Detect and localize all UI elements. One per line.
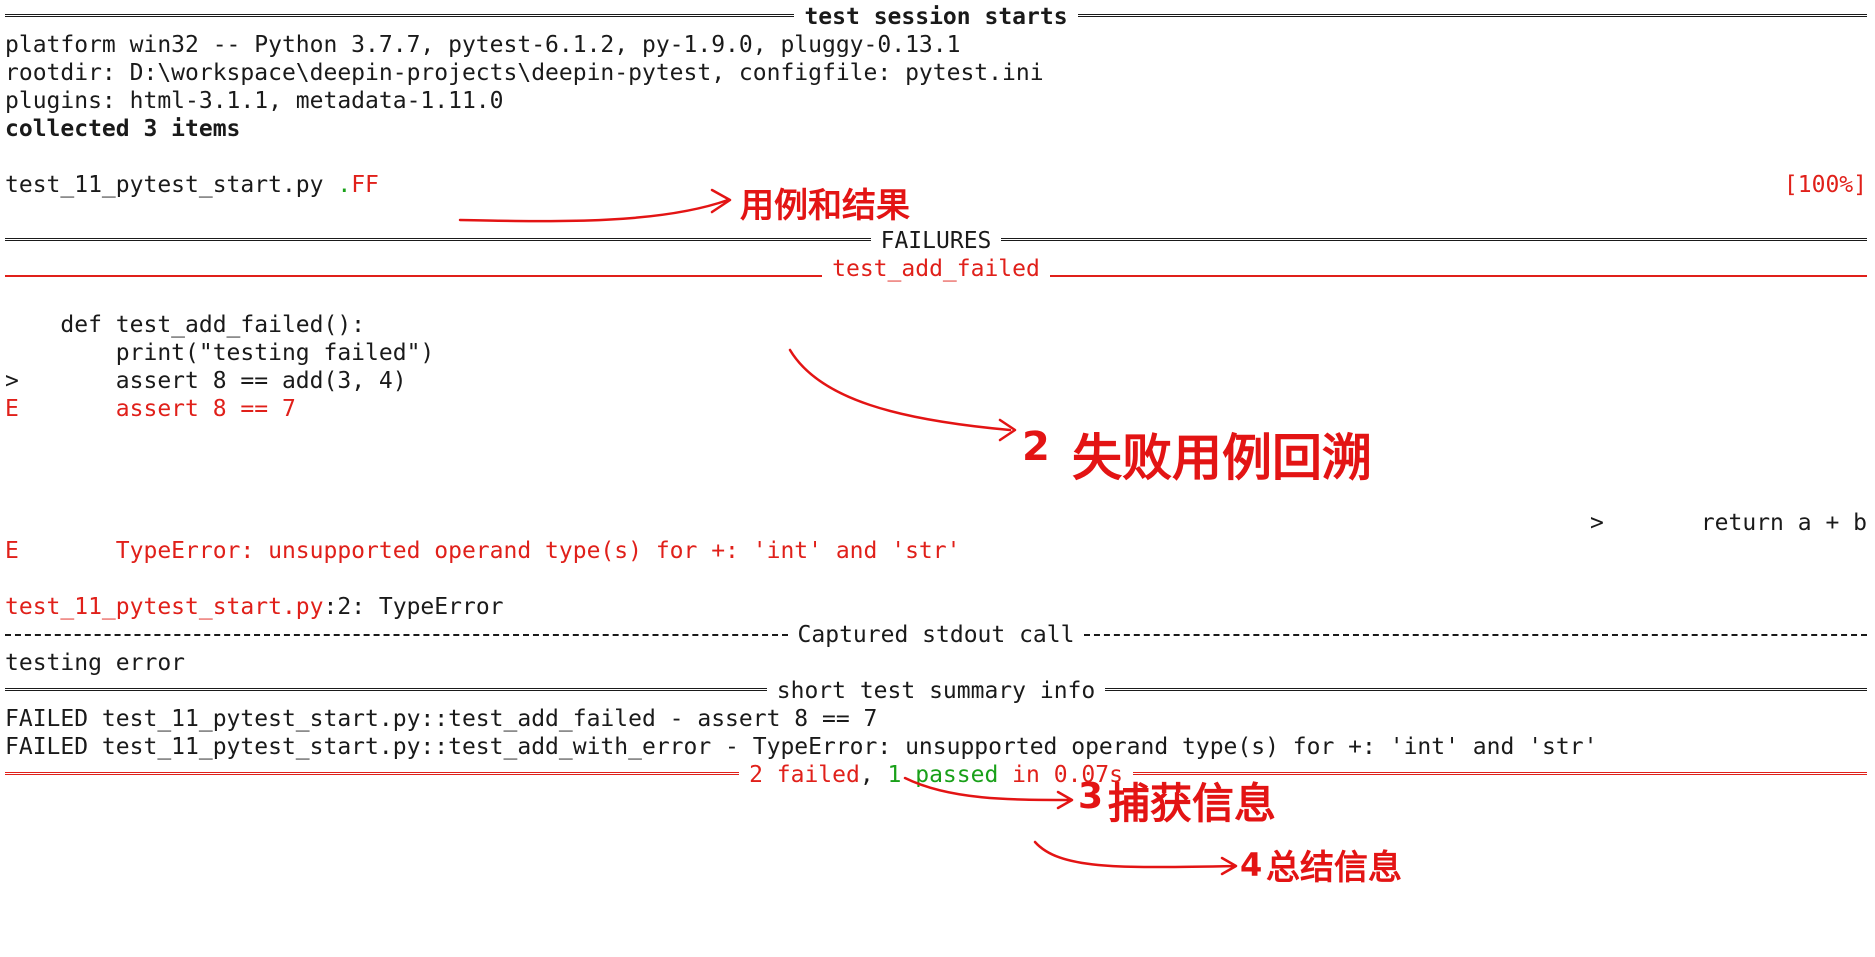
separator-rule-left xyxy=(5,634,788,636)
annotation-traceback-number: 2 xyxy=(1022,424,1050,470)
progress-fail-marks: FF xyxy=(351,172,379,198)
code-line-prefix: > xyxy=(5,368,19,394)
annotation-cases-results: 用例和结果 xyxy=(740,186,910,226)
summary-line: FAILED test_11_pytest_start.py::test_add… xyxy=(5,734,1598,760)
arrow-summary xyxy=(1033,840,1238,876)
separator-rule-left xyxy=(5,688,767,694)
final-result-text: 2 failed, 1 passed in 0.07s xyxy=(739,762,1133,788)
separator-rule-left xyxy=(5,238,871,244)
plugins-line: plugins: html-3.1.1, metadata-1.11.0 xyxy=(5,88,504,114)
type-error-line: E TypeError: unsupported operand type(s)… xyxy=(5,538,961,564)
error-line: E assert 8 == 7 xyxy=(5,392,296,426)
session-start-title: test session starts xyxy=(804,4,1068,30)
error-line-prefix: E xyxy=(5,396,19,422)
progress-line: test_11_pytest_start.py .FF xyxy=(5,168,379,202)
summary-title: short test summary info xyxy=(776,678,1096,704)
annotation-captured: 捕获信息 xyxy=(1108,779,1277,828)
arrow-traceback xyxy=(788,348,1017,442)
code-line: print("testing failed") xyxy=(5,340,435,366)
separator-rule-right xyxy=(1049,275,1867,277)
annotation-summary-number: 4 xyxy=(1240,846,1263,884)
summary-line: FAILED test_11_pytest_start.py::test_add… xyxy=(5,706,878,732)
rootdir-line: rootdir: D:\workspace\deepin-projects\de… xyxy=(5,60,1044,86)
annotation-summary: 总结信息 xyxy=(1266,848,1402,888)
separator-rule-right xyxy=(1132,772,1868,778)
error-location-file: test_11_pytest_start.py xyxy=(5,594,324,620)
platform-line: platform win32 -- Python 3.7.7, pytest-6… xyxy=(5,32,961,58)
captured-output: testing error xyxy=(5,650,186,676)
final-passed-count: 1 passed xyxy=(887,762,999,788)
final-failed-count: 2 failed xyxy=(749,762,860,788)
failed-test-name: test_add_failed xyxy=(832,256,1040,282)
final-duration: in 0.07s xyxy=(998,762,1123,788)
code-line: def test_add_failed(): xyxy=(5,312,366,338)
separator-rule-right xyxy=(1077,14,1868,20)
separator-rule-right xyxy=(1084,634,1868,636)
failures-separator: FAILURES xyxy=(5,224,1867,258)
error-line-text: assert 8 == 7 xyxy=(18,396,296,422)
separator-rule-left xyxy=(5,14,795,20)
progress-percent: [100%] xyxy=(1783,172,1867,198)
arrow-results xyxy=(458,188,732,223)
separator-rule-right xyxy=(1001,238,1867,244)
collected-line: collected 3 items xyxy=(5,116,241,142)
failures-title: FAILURES xyxy=(880,228,992,254)
error-location-line: test_11_pytest_start.py:2: TypeError xyxy=(5,590,504,624)
error-location-rest: :2: TypeError xyxy=(323,594,504,620)
test-name-separator: test_add_failed xyxy=(5,252,1867,286)
code-line-text: assert 8 == add(3, 4) xyxy=(18,368,407,394)
return-line: > return a + b xyxy=(1590,510,1867,536)
code-line: > assert 8 == add(3, 4) xyxy=(5,364,407,398)
session-start-separator: test session starts xyxy=(5,0,1868,34)
progress-pass-mark: . xyxy=(337,172,352,198)
separator-rule-right xyxy=(1105,688,1867,694)
captured-stdout-separator: Captured stdout call xyxy=(5,618,1868,652)
summary-separator: short test summary info xyxy=(5,674,1867,708)
separator-rule-left xyxy=(5,275,823,277)
final-comma: , xyxy=(859,762,888,788)
annotation-captured-number: 3 xyxy=(1078,776,1104,817)
annotation-traceback: 失败用例回溯 xyxy=(1072,429,1372,487)
final-result-separator: 2 failed, 1 passed in 0.07s xyxy=(5,758,1868,792)
separator-rule-left xyxy=(5,772,740,778)
progress-filename: test_11_pytest_start.py xyxy=(5,172,338,198)
captured-stdout-title: Captured stdout call xyxy=(797,622,1075,648)
